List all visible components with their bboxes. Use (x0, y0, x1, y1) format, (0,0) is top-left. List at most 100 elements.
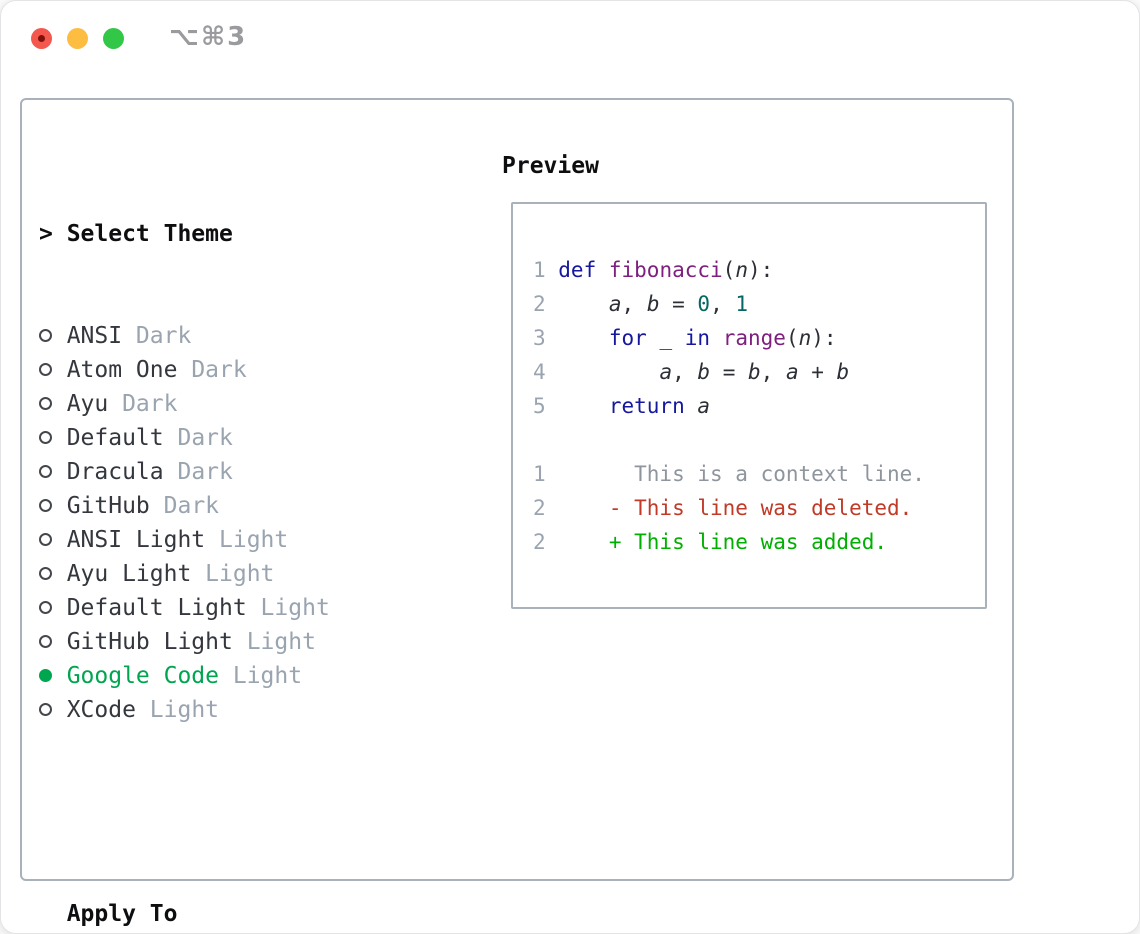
code-token: b (836, 360, 850, 384)
code-token: + (798, 360, 837, 384)
theme-item-name: ANSI (66, 323, 123, 349)
code-token: a (697, 394, 711, 418)
theme-item-marker (39, 489, 67, 523)
radio-unselected-icon (39, 635, 52, 648)
code-token: fibonacci (608, 258, 723, 282)
theme-item[interactable]: GitHub Light Light (39, 625, 427, 659)
diff-line-deleted: 2 - This line was deleted. (533, 491, 985, 525)
theme-item-marker (39, 353, 67, 387)
code-line: 2 a, b = 0, 1 (533, 287, 985, 321)
apply-to-header-row: Apply To (39, 897, 427, 931)
theme-item[interactable]: ANSI Dark (39, 319, 427, 353)
code-token: def (558, 258, 597, 282)
theme-item[interactable]: Google Code Light (39, 659, 427, 693)
theme-item[interactable]: GitHub Dark (39, 489, 427, 523)
code-token: a (785, 360, 799, 384)
theme-item[interactable]: Dracula Dark (39, 455, 427, 489)
theme-item-variant: Dark (149, 493, 220, 519)
theme-list-header: Select Theme (66, 221, 233, 247)
theme-item-name: Google Code (66, 663, 220, 689)
code-token: n (735, 258, 748, 282)
radio-unselected-icon (39, 397, 52, 410)
code-line: 4 a, b = b, a + b (533, 355, 985, 389)
radio-unselected-icon (39, 431, 52, 444)
diff-text: - This line was deleted. (558, 496, 913, 520)
line-number: 2 (533, 530, 546, 554)
code-token (596, 258, 609, 282)
code-token: 1 (735, 292, 749, 316)
code-token: ( (785, 326, 799, 350)
line-number: 4 (533, 360, 546, 384)
theme-item-marker (39, 523, 67, 557)
line-number: 3 (533, 326, 546, 350)
code-token: ( (722, 258, 736, 282)
radio-unselected-icon (39, 567, 52, 580)
code-token (558, 292, 609, 316)
code-token (558, 394, 609, 418)
traffic-light-zoom-button[interactable] (103, 28, 124, 49)
theme-item-name: Default (66, 425, 164, 451)
code-token: , (760, 360, 786, 384)
theme-item-name: ANSI Light (66, 527, 206, 553)
theme-item[interactable]: Atom One Dark (39, 353, 427, 387)
radio-unselected-icon (39, 499, 52, 512)
theme-item-marker (39, 659, 67, 693)
theme-item-name: GitHub Light (66, 629, 233, 655)
theme-item-variant: Dark (163, 425, 233, 451)
theme-item-name: GitHub (66, 493, 150, 519)
code-token (558, 360, 659, 384)
theme-item-name: XCode (66, 697, 136, 723)
traffic-light-close-button[interactable] (31, 28, 52, 49)
theme-item-name: Ayu (66, 391, 109, 417)
theme-item[interactable]: Default Dark (39, 421, 427, 455)
theme-item-marker (39, 625, 67, 659)
code-token (710, 326, 723, 350)
code-token: ): (747, 258, 774, 282)
code-token: in (684, 326, 711, 350)
spacer-row (39, 795, 427, 829)
line-number: 2 (533, 496, 546, 520)
theme-item-name: Default Light (66, 595, 247, 621)
radio-unselected-icon (39, 703, 52, 716)
code-token: a (659, 360, 673, 384)
theme-item[interactable]: Default Light Light (39, 591, 427, 625)
theme-item-marker (39, 319, 67, 353)
theme-item-variant: Light (246, 595, 330, 621)
theme-item-marker (39, 387, 67, 421)
theme-item-marker (39, 421, 67, 455)
theme-item-name: Atom One (66, 357, 178, 383)
theme-list-header-row: >Select Theme (39, 217, 427, 251)
code-token (672, 326, 685, 350)
line-number: 5 (533, 394, 546, 418)
code-line: 3 for _ in range(n): (533, 321, 985, 355)
traffic-light-minimize-button[interactable] (67, 28, 88, 49)
window-title: ⌥⌘3 (169, 22, 248, 52)
diff-text: This is a context line. (558, 462, 925, 486)
theme-item[interactable]: XCode Light (39, 693, 427, 727)
radio-selected-icon (39, 669, 52, 682)
radio-unselected-icon (39, 363, 52, 376)
theme-item[interactable]: Ayu Light Light (39, 557, 427, 591)
theme-item-variant: Light (205, 527, 289, 553)
radio-unselected-icon (39, 329, 52, 342)
code-token: b (646, 292, 660, 316)
theme-item-variant: Dark (122, 323, 192, 349)
line-number: 2 (533, 292, 546, 316)
code-token: b (697, 360, 711, 384)
code-token (558, 326, 609, 350)
preview-title: Preview (502, 153, 599, 179)
diff-text: + This line was added. (558, 530, 888, 554)
theme-item[interactable]: Ayu Dark (39, 387, 427, 421)
line-number: 1 (533, 462, 546, 486)
code-token: n (798, 326, 812, 350)
diff-line-added: 2 + This line was added. (533, 525, 985, 559)
code-token: = (710, 360, 748, 384)
theme-item-name: Dracula (66, 459, 164, 485)
theme-item-variant: Dark (108, 391, 178, 417)
theme-item-marker (39, 591, 67, 625)
theme-item-variant: Light (219, 663, 303, 689)
theme-item[interactable]: ANSI Light Light (39, 523, 427, 557)
apply-to-header: Apply To (66, 901, 178, 927)
